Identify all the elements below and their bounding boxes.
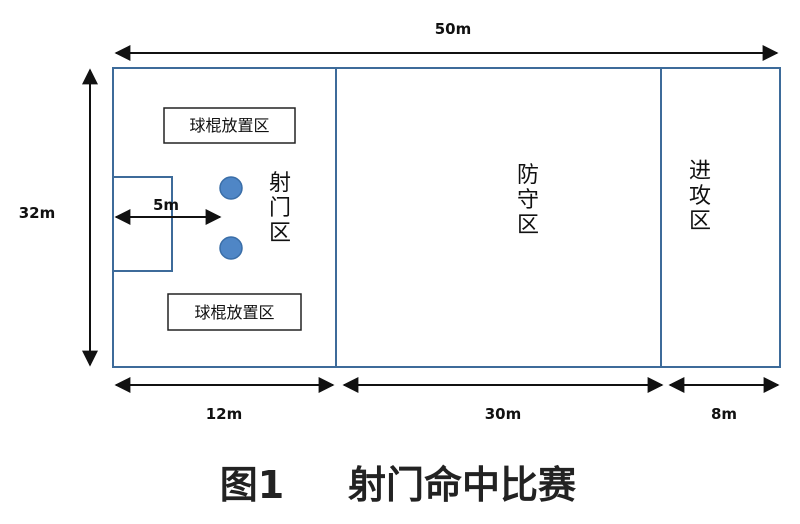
- shooting-zone-char-1: 射: [269, 171, 291, 196]
- width-label: 32m: [19, 204, 56, 222]
- attack-zone-char-2: 攻: [689, 184, 711, 209]
- attack-length-label: 8m: [711, 405, 737, 423]
- defense-zone-char-2: 守: [517, 188, 539, 213]
- figure-title: 射门命中比赛: [348, 463, 577, 507]
- figure-number: 图1: [220, 463, 284, 507]
- total-length-label: 50m: [435, 20, 472, 38]
- stick-area-top-box: [163, 107, 296, 144]
- attack-zone-char-3: 区: [689, 209, 711, 234]
- target-marker-top: [219, 176, 243, 200]
- shooting-length-label: 12m: [206, 405, 243, 423]
- target-marker-bottom: [219, 236, 243, 260]
- defense-length-label: 30m: [485, 405, 522, 423]
- goal-depth-label: 5m: [153, 196, 179, 214]
- stick-area-top-label: 球棍放置区: [189, 116, 269, 135]
- defense-zone-char-3: 区: [517, 213, 539, 238]
- shooting-zone-char-2: 门: [269, 196, 291, 221]
- stick-area-bottom-label: 球棍放置区: [194, 303, 274, 322]
- stick-area-bottom-box: [167, 293, 302, 331]
- defense-zone-char-1: 防: [517, 163, 539, 188]
- shooting-zone-char-3: 区: [269, 221, 291, 246]
- attack-zone-char-1: 进: [689, 159, 711, 184]
- goal-area: [112, 176, 173, 272]
